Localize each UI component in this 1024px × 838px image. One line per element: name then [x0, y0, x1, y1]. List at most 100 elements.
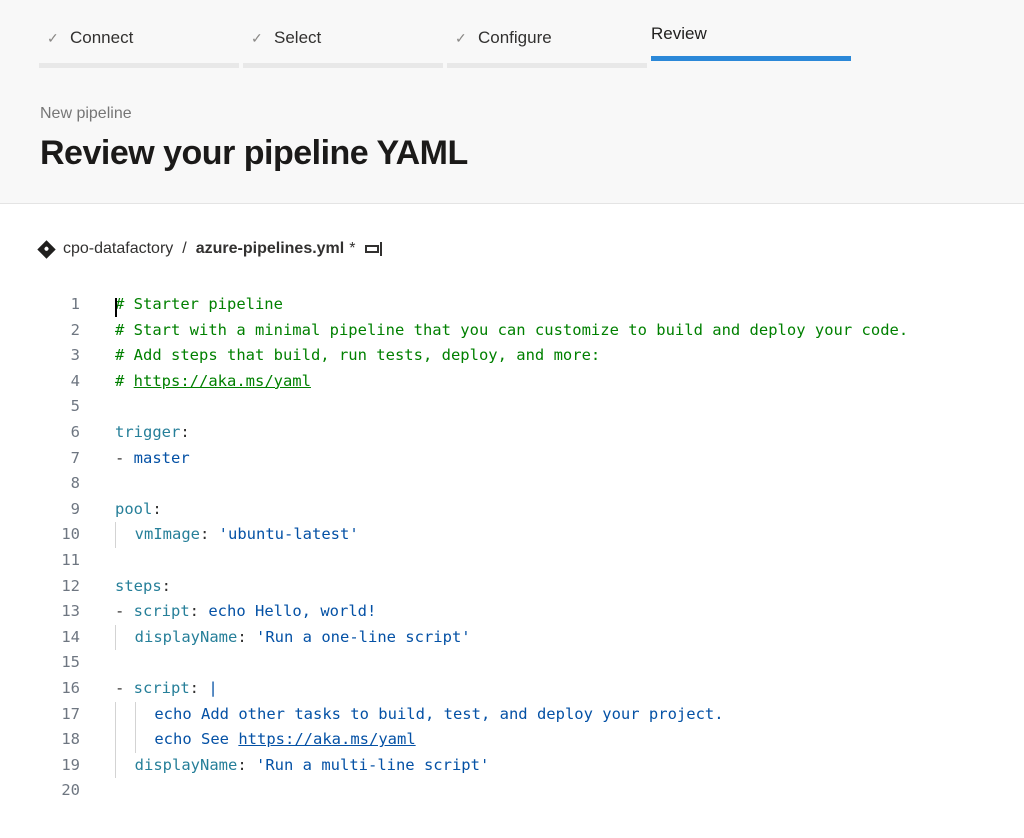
- yaml-key: trigger: [115, 422, 181, 441]
- code-line: 15: [0, 650, 1024, 676]
- colon: :: [189, 678, 209, 697]
- line-number: 12: [61, 576, 80, 595]
- modified-marker: *: [349, 240, 356, 257]
- breadcrumb-separator: /: [182, 240, 187, 257]
- line-number: 1: [70, 295, 80, 313]
- comment-link[interactable]: https://aka.ms/yaml: [133, 371, 311, 390]
- page-title: Review your pipeline YAML: [40, 134, 468, 172]
- check-icon: ✓: [251, 30, 263, 46]
- indent-guide: [115, 624, 135, 651]
- page-subtitle: New pipeline: [40, 105, 132, 122]
- step-active-bar: [651, 56, 851, 61]
- line-number: 11: [61, 550, 80, 569]
- yaml-key: script: [133, 678, 190, 697]
- code-line: 3 # Add steps that build, run tests, depl…: [0, 343, 1024, 369]
- code-line: 16 - script: |: [0, 676, 1024, 702]
- yaml-key: displayName: [134, 627, 238, 646]
- code-line: 14 displayName: 'Run a one-line script': [0, 624, 1024, 651]
- yaml-key: script: [133, 602, 190, 621]
- colon: :: [237, 627, 256, 646]
- colon: :: [152, 499, 162, 518]
- code-link[interactable]: https://aka.ms/yaml: [238, 730, 416, 749]
- colon: :: [200, 525, 219, 544]
- yaml-value: echo Add other tasks to build, test, and…: [154, 704, 724, 723]
- page-header: ✓ Connect ✓ Select ✓ Configure Review New p…: [0, 0, 1024, 204]
- code-line: 10 vmImage: 'ubuntu-latest': [0, 522, 1024, 548]
- line-number: 17: [61, 704, 80, 723]
- colon: :: [237, 755, 256, 774]
- yaml-key: pool: [115, 499, 153, 518]
- step-review[interactable]: Review: [651, 0, 851, 69]
- indent-guide: [115, 701, 135, 728]
- indent-guide: [134, 727, 155, 753]
- line-number: 18: [61, 730, 80, 749]
- line-number: 14: [61, 627, 80, 646]
- code-line: 20: [0, 778, 1024, 804]
- yaml-key: steps: [115, 576, 162, 595]
- step-connect[interactable]: ✓ Connect: [39, 0, 239, 69]
- indent-guide: [115, 522, 135, 548]
- code-comment: # Start with a minimal pipeline that you…: [115, 320, 909, 339]
- step-label: Configure: [478, 28, 552, 47]
- check-icon: ✓: [47, 30, 59, 46]
- line-number: 16: [61, 678, 80, 697]
- code-line: 12 steps:: [0, 574, 1024, 600]
- yaml-key: vmImage: [134, 525, 200, 544]
- code-line: 4 # https://aka.ms/yaml: [0, 369, 1024, 395]
- code-line: 7- master: [0, 446, 1024, 472]
- line-number: 9: [70, 499, 80, 518]
- dash: -: [115, 602, 134, 621]
- line-number: 20: [61, 781, 80, 800]
- step-progress-bar: [39, 63, 239, 68]
- indent-guide: [134, 701, 155, 728]
- step-label: Select: [274, 28, 322, 47]
- repo-name[interactable]: cpo-datafactory: [63, 240, 174, 257]
- step-progress-bar: [243, 63, 443, 68]
- code-comment: # Add steps that build, run tests, deplo…: [115, 346, 601, 365]
- text-cursor: [115, 298, 117, 317]
- code-comment: #: [115, 371, 134, 390]
- code-line: 19 displayName: 'Run a multi-line script…: [0, 752, 1024, 779]
- yaml-value: 'Run a multi-line script': [256, 755, 490, 774]
- code-line: 9 pool:: [0, 497, 1024, 523]
- indent-guide: [115, 752, 135, 779]
- line-number: 10: [61, 525, 80, 544]
- line-number: 19: [61, 755, 80, 774]
- line-number: 7: [70, 448, 80, 467]
- step-label: Connect: [70, 28, 134, 47]
- code-line: 8: [0, 471, 1024, 497]
- code-line: 1 # Starter pipeline: [0, 292, 1024, 318]
- yaml-key: displayName: [134, 755, 238, 774]
- step-configure[interactable]: ✓ Configure: [447, 0, 647, 69]
- yaml-value: echo See: [154, 730, 239, 749]
- code-line: 6 trigger:: [0, 420, 1024, 446]
- yaml-block-indicator: |: [208, 678, 218, 697]
- line-number: 2: [70, 320, 80, 339]
- line-number: 3: [70, 346, 80, 365]
- line-number: 5: [70, 397, 80, 416]
- yaml-value: 'ubuntu-latest': [218, 525, 359, 544]
- code-line: 11: [0, 548, 1024, 574]
- step-label: Review: [651, 24, 707, 43]
- code-line: 2 # Start with a minimal pipeline that yo…: [0, 318, 1024, 344]
- code-line: 18 echo See https://aka.ms/yaml: [0, 727, 1024, 753]
- git-repo-icon: [37, 239, 56, 259]
- code-line: 5: [0, 394, 1024, 420]
- step-select[interactable]: ✓ Select: [243, 0, 443, 69]
- step-progress-bar: [447, 63, 647, 68]
- rename-icon[interactable]: [365, 242, 387, 256]
- breadcrumb: cpo-datafactory / azure-pipelines.yml *: [37, 239, 387, 259]
- line-number: 13: [61, 602, 80, 621]
- colon: :: [180, 422, 190, 441]
- colon: :: [161, 576, 172, 595]
- file-name: azure-pipelines.yml: [195, 240, 345, 257]
- yaml-value: 'Run a one-line script': [256, 627, 471, 646]
- yaml-editor[interactable]: 1 # Starter pipeline 2 # Start with a mini…: [0, 292, 1024, 804]
- line-number: 4: [70, 371, 80, 390]
- code-line: 17 echo Add other tasks to build, test, …: [0, 701, 1024, 728]
- line-number: 6: [70, 422, 80, 441]
- dash: -: [115, 678, 134, 697]
- code-comment: # Starter pipeline: [115, 295, 283, 313]
- check-icon: ✓: [455, 30, 467, 46]
- yaml-value: echo Hello, world!: [208, 602, 377, 621]
